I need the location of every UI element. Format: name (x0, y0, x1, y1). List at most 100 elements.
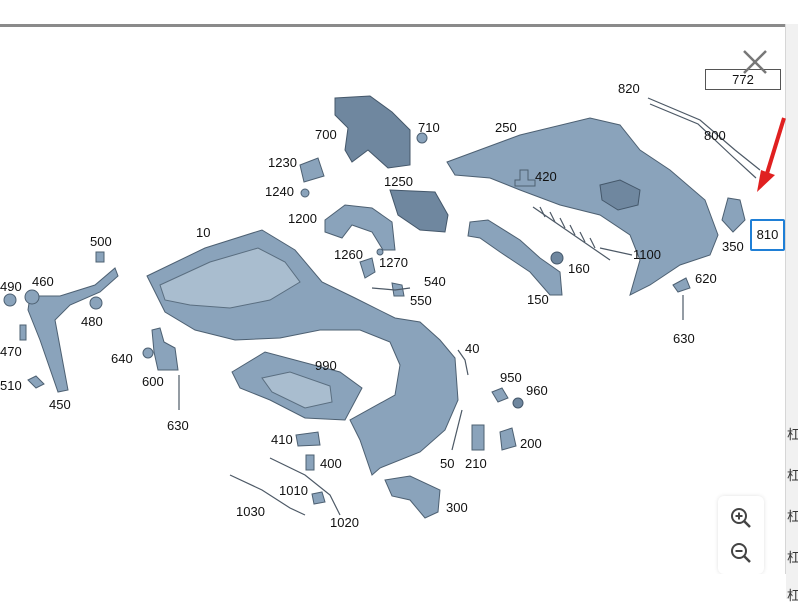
callout-510[interactable]: 510 (0, 378, 22, 393)
part-250-cutout (599, 179, 641, 211)
callout-400[interactable]: 400 (320, 456, 342, 471)
callout-640[interactable]: 640 (111, 351, 133, 366)
part-490-clip[interactable] (3, 293, 17, 307)
part-1200-trim[interactable] (324, 204, 396, 251)
part-250-upper-cover[interactable] (446, 117, 719, 296)
callout-50[interactable]: 50 (440, 456, 454, 471)
callout-1200[interactable]: 1200 (288, 211, 317, 226)
callout-1250[interactable]: 1250 (384, 174, 413, 189)
part-640-clip[interactable] (142, 347, 154, 359)
part-800-strip[interactable] (649, 103, 757, 179)
callout-630-right[interactable]: 630 (673, 331, 695, 346)
part-150-bracket[interactable] (467, 219, 563, 296)
close-icon (743, 50, 767, 74)
part-10-bumper-upper-face (159, 247, 301, 309)
part-820-strip[interactable] (647, 97, 761, 171)
callout-420[interactable]: 420 (535, 169, 557, 184)
callout-500[interactable]: 500 (90, 234, 112, 249)
callout-950[interactable]: 950 (500, 370, 522, 385)
zoom-out-button[interactable] (728, 540, 754, 566)
part-950-clip[interactable] (491, 387, 509, 403)
callout-40[interactable]: 40 (465, 341, 479, 356)
part-420-clip[interactable] (514, 169, 536, 187)
callout-820[interactable]: 820 (618, 81, 640, 96)
callout-810-highlighted[interactable]: 810 (750, 219, 785, 251)
part-50-strip[interactable] (451, 409, 463, 451)
side-text: 杠 (787, 427, 798, 442)
part-1230-bracket[interactable] (299, 157, 325, 183)
callout-990[interactable]: 990 (315, 358, 337, 373)
part-200-bracket[interactable] (499, 427, 517, 451)
part-470-bolt[interactable] (19, 324, 27, 341)
part-450-bracket[interactable] (27, 267, 119, 393)
part-300-bracket[interactable] (384, 475, 441, 519)
part-710-clip[interactable] (416, 132, 428, 144)
callout-800[interactable]: 800 (704, 128, 726, 143)
callout-490[interactable]: 490 (0, 279, 22, 294)
callout-210[interactable]: 210 (465, 456, 487, 471)
part-500-clip[interactable] (95, 251, 105, 263)
part-1030-harness[interactable] (229, 474, 306, 516)
zoom-controls (718, 496, 764, 574)
part-210-module[interactable] (471, 424, 485, 451)
callout-700[interactable]: 700 (315, 127, 337, 142)
callout-460[interactable]: 460 (32, 274, 54, 289)
zoom-in-button[interactable] (728, 505, 754, 531)
part-460-clip[interactable] (24, 289, 40, 305)
part-540-harness[interactable] (371, 287, 411, 291)
part-40-seal[interactable] (457, 349, 469, 376)
callout-540[interactable]: 540 (424, 274, 446, 289)
callout-1030[interactable]: 1030 (236, 504, 265, 519)
callout-772[interactable]: 772 (705, 69, 781, 90)
top-bar (0, 0, 798, 24)
part-1240-clip[interactable] (300, 188, 310, 198)
callout-410[interactable]: 410 (271, 432, 293, 447)
callout-620[interactable]: 620 (695, 271, 717, 286)
callout-470[interactable]: 470 (0, 344, 22, 359)
callout-300[interactable]: 300 (446, 500, 468, 515)
callout-1240[interactable]: 1240 (265, 184, 294, 199)
callout-1100[interactable]: 1100 (633, 247, 661, 262)
callout-1010[interactable]: 1010 (279, 483, 308, 498)
callout-960[interactable]: 960 (526, 383, 548, 398)
part-960-grommet[interactable] (512, 397, 524, 409)
callout-480[interactable]: 480 (81, 314, 103, 329)
callout-600[interactable]: 600 (142, 374, 164, 389)
callout-450[interactable]: 450 (49, 397, 71, 412)
callout-200[interactable]: 200 (520, 436, 542, 451)
part-510-clip[interactable] (27, 375, 45, 389)
callout-1260[interactable]: 1260 (334, 247, 363, 262)
part-600-bracket[interactable] (151, 327, 179, 371)
callout-1270[interactable]: 1270 (379, 255, 408, 270)
part-1020-connector[interactable] (311, 491, 326, 505)
part-620-clip[interactable] (672, 277, 691, 293)
callout-1230[interactable]: 1230 (268, 155, 297, 170)
part-1260-bracket[interactable] (359, 257, 376, 279)
callout-1020[interactable]: 1020 (330, 515, 359, 530)
part-400-clip[interactable] (305, 454, 315, 471)
part-990-frame-inner (261, 371, 333, 409)
callout-160[interactable]: 160 (568, 261, 590, 276)
part-1010-harness[interactable] (269, 457, 341, 516)
bottom-bar (0, 574, 786, 599)
callout-150[interactable]: 150 (527, 292, 549, 307)
side-text: 杠 (787, 468, 798, 483)
callout-350[interactable]: 350 (722, 239, 744, 254)
part-480-clip[interactable] (89, 296, 103, 310)
callout-630-left[interactable]: 630 (167, 418, 189, 433)
part-1270-clip[interactable] (376, 248, 384, 256)
callout-10[interactable]: 10 (196, 225, 210, 240)
side-text: 杠 (787, 509, 798, 524)
part-350-reflector[interactable] (721, 197, 746, 233)
part-410-bracket[interactable] (295, 431, 321, 447)
part-1100-wire-set[interactable] (532, 206, 633, 261)
part-700-bracket[interactable] (334, 95, 411, 169)
close-button[interactable] (739, 46, 771, 78)
side-panel (785, 24, 798, 599)
part-1250-plate[interactable] (389, 189, 449, 233)
part-160-grommet[interactable] (550, 251, 564, 265)
callout-250[interactable]: 250 (495, 120, 517, 135)
callout-550[interactable]: 550 (410, 293, 432, 308)
callout-710[interactable]: 710 (418, 120, 440, 135)
